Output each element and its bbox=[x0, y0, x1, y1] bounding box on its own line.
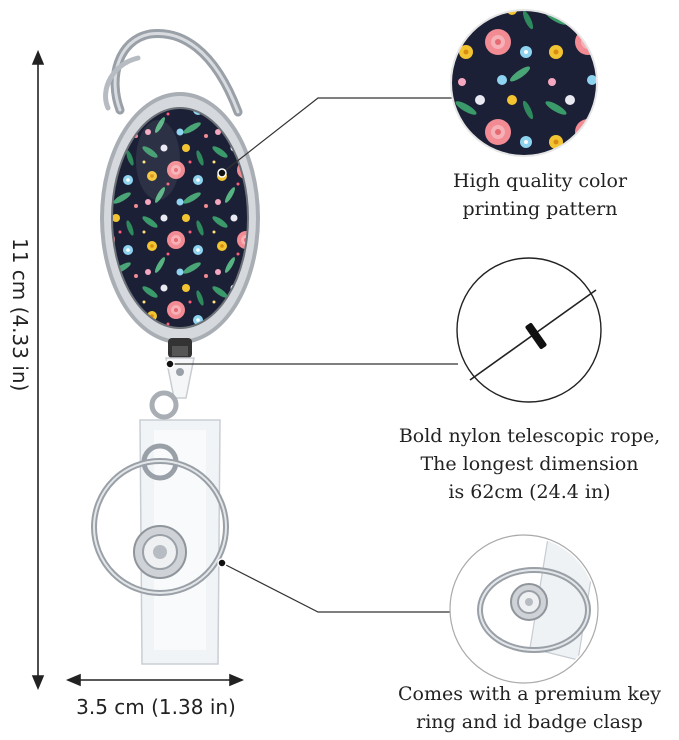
callout-lines bbox=[170, 97, 462, 613]
callout-line: The longest dimension bbox=[420, 453, 639, 475]
key-ring bbox=[91, 458, 229, 596]
callout-line: is 62cm (24.4 in) bbox=[448, 481, 611, 503]
callout-key-ring: Comes with a premium key ring and id bad… bbox=[380, 680, 679, 736]
zoom-circle-pattern bbox=[450, 9, 598, 157]
callout-color-printing: High quality color printing pattern bbox=[421, 167, 659, 223]
rope-holder bbox=[165, 338, 195, 399]
callout-nylon-rope: Bold nylon telescopic rope, The longest … bbox=[380, 422, 679, 506]
zoom-circle-clasp bbox=[449, 534, 599, 684]
snap-button bbox=[133, 525, 187, 579]
height-dimension-label: 11 cm (4.33 in) bbox=[8, 238, 32, 392]
width-dimension-arrow bbox=[65, 673, 245, 687]
callout-dots bbox=[165, 168, 227, 568]
zoom-circle-rope bbox=[456, 257, 602, 403]
height-dimension-arrow bbox=[31, 49, 45, 691]
width-dimension-label: 3.5 cm (1.38 in) bbox=[76, 695, 236, 719]
callout-line: Bold nylon telescopic rope, bbox=[398, 425, 661, 447]
carabiner-clip bbox=[103, 28, 243, 117]
callout-line: High quality color bbox=[452, 170, 628, 192]
callout-line: ring and id badge clasp bbox=[416, 711, 643, 733]
callout-line: Comes with a premium key bbox=[397, 683, 661, 705]
callout-line: printing pattern bbox=[462, 198, 618, 220]
badge-reel-body bbox=[100, 92, 260, 344]
